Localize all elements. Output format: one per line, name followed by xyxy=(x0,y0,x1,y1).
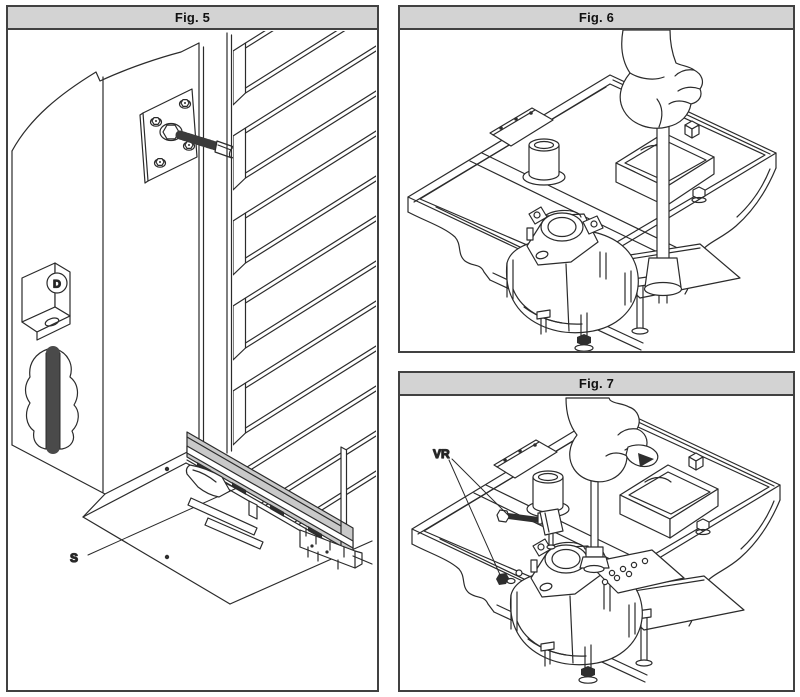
figure7-header: Fig. 7 xyxy=(400,373,793,396)
figure6-body xyxy=(400,30,793,351)
figure7-body: VR xyxy=(400,396,793,690)
gate-leaf xyxy=(226,31,376,559)
figure6-illustration xyxy=(407,30,777,351)
s-callout: S xyxy=(69,487,238,566)
vr-callout: VR xyxy=(432,446,509,578)
d-label: D xyxy=(53,279,61,291)
sector-plate xyxy=(587,549,685,594)
screwdriver xyxy=(579,477,610,574)
gate-post xyxy=(11,42,205,493)
figure-panel-6: Fig. 6 xyxy=(398,5,795,353)
vr-label: VR xyxy=(433,447,450,461)
figure5-illustration: S D xyxy=(11,31,376,605)
figure-panel-5: Fig. 5 xyxy=(6,5,379,692)
figure-title: Fig. 7 xyxy=(578,376,615,391)
figure7-illustration: VR xyxy=(411,397,781,684)
hand xyxy=(619,30,704,129)
figure-title: Fig. 6 xyxy=(578,10,615,25)
gearmotor-chassis xyxy=(407,74,777,351)
adjuster-rod xyxy=(175,130,224,152)
mounting-plate xyxy=(139,88,238,184)
figure-title: Fig. 5 xyxy=(174,10,211,25)
figure-panel-7: Fig. 7 xyxy=(398,371,795,692)
figure5-body: S D xyxy=(8,30,377,690)
figure6-header: Fig. 6 xyxy=(400,7,793,30)
hand xyxy=(565,397,659,483)
figure5-header: Fig. 5 xyxy=(8,7,377,30)
d-callout: D xyxy=(46,272,68,294)
s-label: S xyxy=(70,551,78,565)
base-plate-hardware xyxy=(185,464,373,570)
release-rod xyxy=(643,118,683,304)
